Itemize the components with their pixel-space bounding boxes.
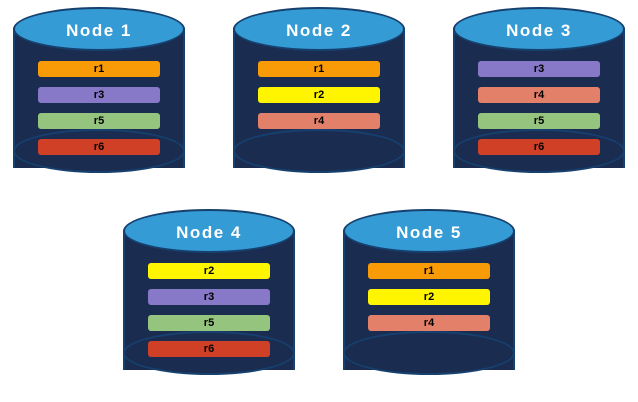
replica-bar[interactable]: r2	[148, 263, 270, 279]
cylinder-top-ellipse[interactable]: Node 1	[13, 7, 185, 51]
replica-label: r1	[93, 62, 105, 75]
replica-label: r4	[533, 88, 545, 101]
replica-label: r6	[93, 140, 105, 153]
database-cylinder-5[interactable]: r1 r2 r4 Node 5	[343, 209, 515, 391]
replica-label: r6	[533, 140, 545, 153]
node-label: Node 4	[176, 222, 242, 242]
replica-bar[interactable]: r5	[38, 113, 160, 129]
replica-label: r3	[533, 62, 545, 75]
replica-list: r2 r3 r5 r6	[148, 263, 270, 357]
replica-list: r1 r2 r4	[258, 61, 380, 129]
replica-label: r5	[203, 316, 215, 329]
replica-bar[interactable]: r2	[258, 87, 380, 103]
replica-list: r1 r3 r5 r6	[38, 61, 160, 155]
replica-label: r2	[313, 88, 325, 101]
replica-bar[interactable]: r1	[368, 263, 490, 279]
database-cylinder-1[interactable]: r1 r3 r5 r6 Node 1	[13, 7, 185, 189]
node-label: Node 2	[286, 20, 352, 40]
replica-bar[interactable]: r6	[38, 139, 160, 155]
cylinder-bottom-ellipse	[343, 331, 515, 375]
replica-label: r5	[93, 114, 105, 127]
replica-label: r1	[313, 62, 325, 75]
replica-bar[interactable]: r6	[148, 341, 270, 357]
replica-label: r2	[203, 264, 215, 277]
replica-label: r2	[423, 290, 435, 303]
replica-bar[interactable]: r6	[478, 139, 600, 155]
cylinder-top-ellipse[interactable]: Node 3	[453, 7, 625, 51]
replica-label: r6	[203, 342, 215, 355]
replica-label: r4	[423, 316, 435, 329]
node-label: Node 1	[66, 20, 132, 40]
replica-bar[interactable]: r1	[258, 61, 380, 77]
replica-bar[interactable]: r3	[148, 289, 270, 305]
replica-bar[interactable]: r4	[258, 113, 380, 129]
replica-list: r1 r2 r4	[368, 263, 490, 331]
replica-bar[interactable]: r2	[368, 289, 490, 305]
database-cylinder-3[interactable]: r3 r4 r5 r6 Node 3	[453, 7, 625, 189]
database-cylinder-2[interactable]: r1 r2 r4 Node 2	[233, 7, 405, 189]
cylinder-top-ellipse[interactable]: Node 5	[343, 209, 515, 253]
replica-bar[interactable]: r4	[478, 87, 600, 103]
node-label: Node 5	[396, 222, 462, 242]
replica-bar[interactable]: r3	[478, 61, 600, 77]
replica-label: r3	[203, 290, 215, 303]
cylinder-bottom-ellipse	[233, 129, 405, 173]
cylinder-top-ellipse[interactable]: Node 4	[123, 209, 295, 253]
replica-bar[interactable]: r5	[478, 113, 600, 129]
replica-label: r5	[533, 114, 545, 127]
replica-label: r3	[93, 88, 105, 101]
cylinder-top-ellipse[interactable]: Node 2	[233, 7, 405, 51]
node-label: Node 3	[506, 20, 572, 40]
replica-bar[interactable]: r1	[38, 61, 160, 77]
database-cylinder-4[interactable]: r2 r3 r5 r6 Node 4	[123, 209, 295, 391]
replica-list: r3 r4 r5 r6	[478, 61, 600, 155]
replica-label: r4	[313, 114, 325, 127]
replica-label: r1	[423, 264, 435, 277]
replica-bar[interactable]: r5	[148, 315, 270, 331]
replica-bar[interactable]: r3	[38, 87, 160, 103]
replica-bar[interactable]: r4	[368, 315, 490, 331]
